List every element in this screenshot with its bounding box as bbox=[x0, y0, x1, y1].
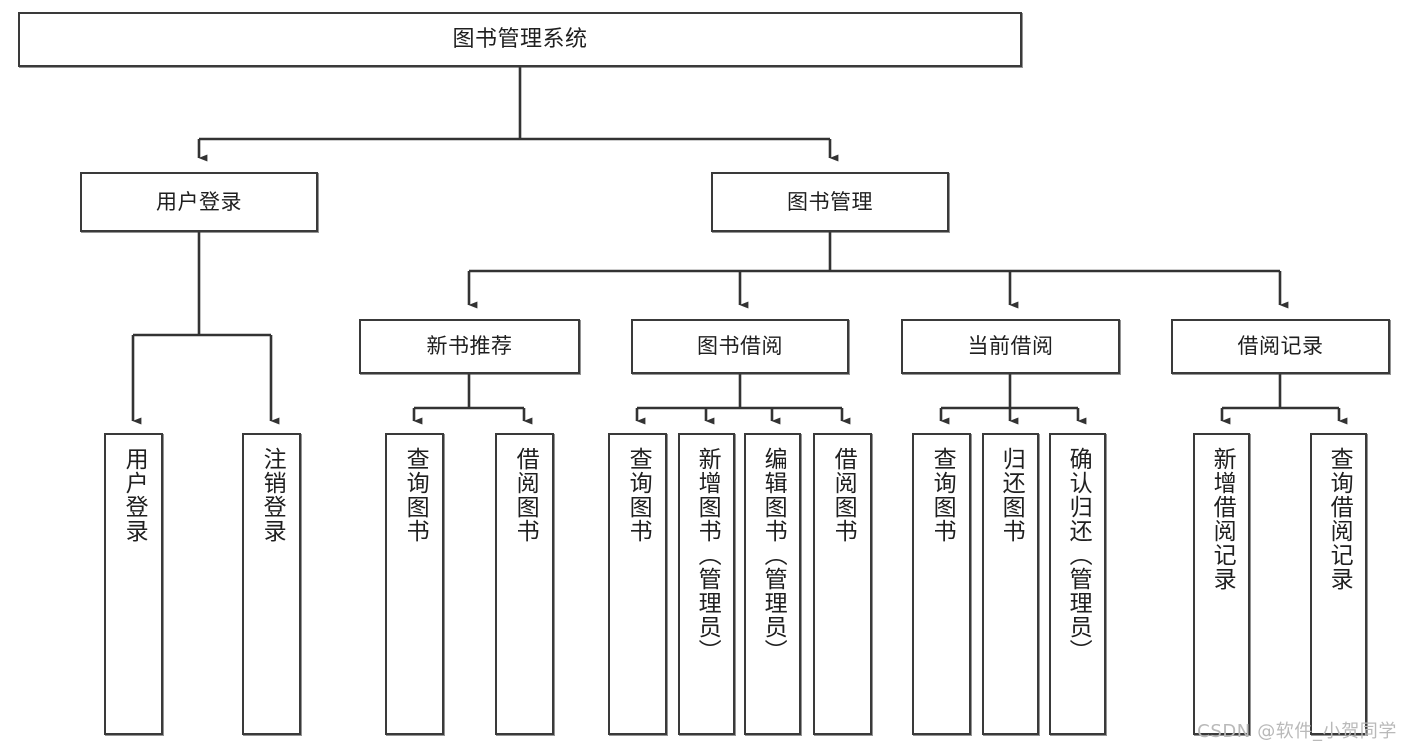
node-new-book-recommendation[interactable]: 新书推荐 bbox=[359, 319, 580, 374]
leaf-logout[interactable]: 注销登录 bbox=[242, 433, 301, 735]
leaf-query-borrow-record[interactable]: 查询借阅记录 bbox=[1310, 433, 1367, 735]
node-book-management[interactable]: 图书管理 bbox=[711, 172, 949, 232]
node-book-borrow[interactable]: 图书借阅 bbox=[631, 319, 849, 374]
node-label: 查询图书 bbox=[625, 447, 652, 543]
leaf-query-book-current[interactable]: 查询图书 bbox=[912, 433, 971, 735]
leaf-borrow-book-newbook[interactable]: 借阅图书 bbox=[495, 433, 554, 735]
node-label: 编辑图书（管理员） bbox=[760, 447, 787, 663]
leaf-add-book-admin[interactable]: 新增图书（管理员） bbox=[678, 433, 735, 735]
node-label: 用户登录 bbox=[156, 189, 242, 214]
leaf-query-book-borrow[interactable]: 查询图书 bbox=[608, 433, 667, 735]
leaf-edit-book-admin[interactable]: 编辑图书（管理员） bbox=[744, 433, 801, 735]
leaf-user-login[interactable]: 用户登录 bbox=[104, 433, 163, 735]
leaf-add-borrow-record[interactable]: 新增借阅记录 bbox=[1193, 433, 1250, 735]
leaf-query-book-newbook[interactable]: 查询图书 bbox=[385, 433, 444, 735]
node-borrow-record[interactable]: 借阅记录 bbox=[1171, 319, 1390, 374]
node-label: 用户登录 bbox=[121, 447, 148, 543]
node-label: 图书借阅 bbox=[697, 334, 783, 359]
leaf-borrow-book-borrow[interactable]: 借阅图书 bbox=[813, 433, 872, 735]
node-label: 新增借阅记录 bbox=[1209, 447, 1236, 591]
leaf-confirm-return-admin[interactable]: 确认归还（管理员） bbox=[1049, 433, 1106, 735]
node-current-borrow[interactable]: 当前借阅 bbox=[901, 319, 1120, 374]
node-label: 查询借阅记录 bbox=[1326, 447, 1353, 591]
node-label: 借阅图书 bbox=[512, 447, 539, 543]
leaf-return-book[interactable]: 归还图书 bbox=[982, 433, 1039, 735]
node-label: 归还图书 bbox=[998, 447, 1025, 543]
node-root-system[interactable]: 图书管理系统 bbox=[18, 12, 1022, 67]
node-label: 查询图书 bbox=[929, 447, 956, 543]
node-label: 借阅记录 bbox=[1237, 334, 1324, 359]
node-label: 借阅图书 bbox=[830, 447, 857, 543]
node-label: 注销登录 bbox=[259, 447, 286, 543]
node-label: 当前借阅 bbox=[967, 334, 1054, 359]
node-label: 查询图书 bbox=[402, 447, 429, 543]
node-label: 确认归还（管理员） bbox=[1065, 447, 1092, 663]
node-user-login[interactable]: 用户登录 bbox=[80, 172, 318, 232]
node-label: 图书管理系统 bbox=[452, 26, 588, 52]
node-label: 新增图书（管理员） bbox=[694, 447, 721, 663]
node-label: 图书管理 bbox=[787, 189, 873, 214]
node-label: 新书推荐 bbox=[426, 334, 513, 359]
